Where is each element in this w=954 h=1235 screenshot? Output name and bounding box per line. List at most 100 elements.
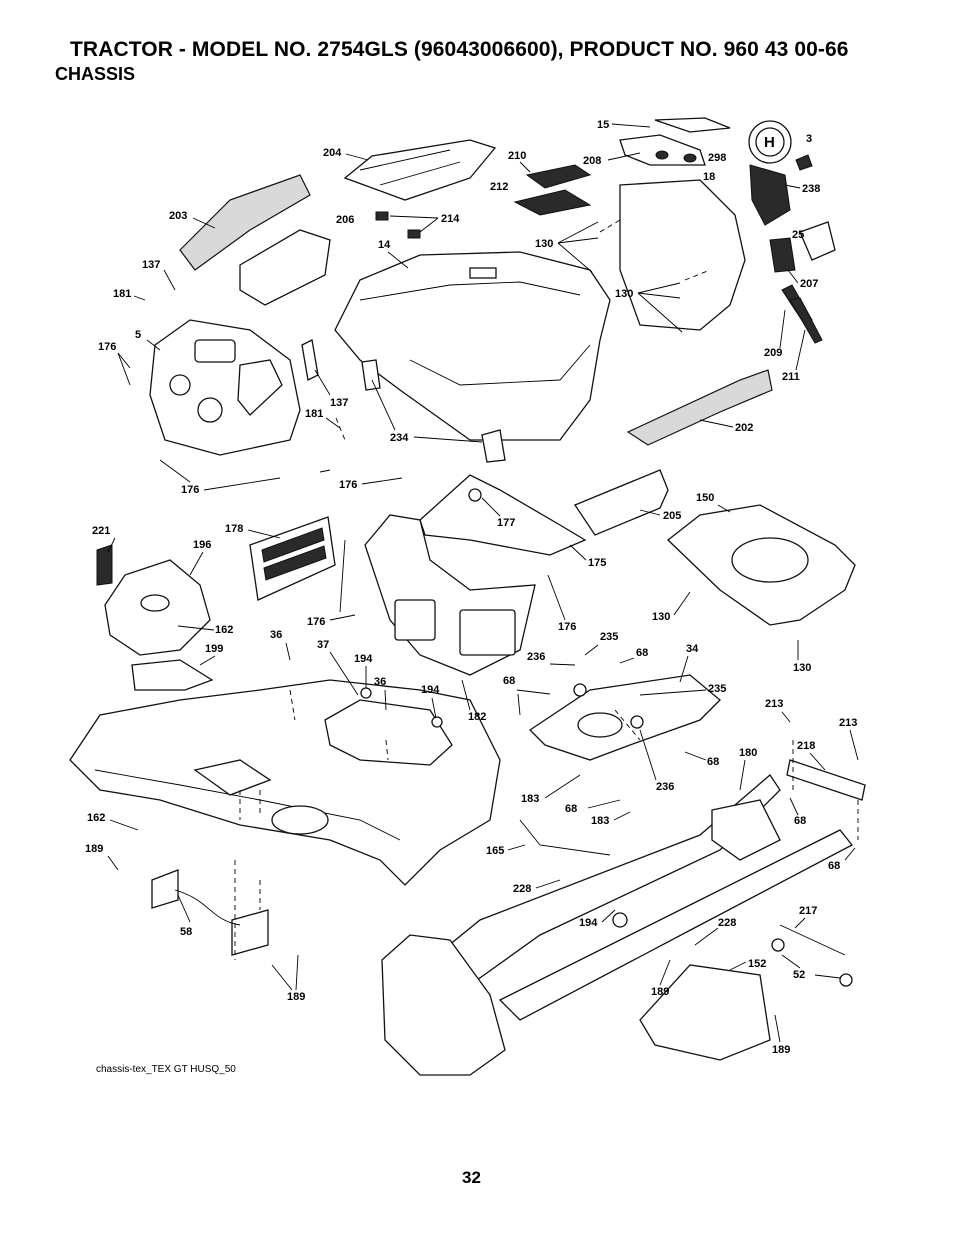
- callout: 182: [468, 711, 486, 723]
- bracket: [301, 339, 319, 381]
- callout: 181: [113, 288, 131, 300]
- lamp-housing: [769, 237, 796, 273]
- hood-vent: [469, 267, 497, 279]
- callout: 36: [374, 676, 386, 688]
- callout: 199: [205, 643, 223, 655]
- pedestal-window: [394, 599, 436, 641]
- callout: 34: [686, 643, 699, 655]
- axle-mount: [711, 799, 781, 861]
- callout: 176: [558, 621, 576, 633]
- callout: 213: [765, 698, 783, 710]
- logo-letter: H: [764, 134, 775, 151]
- ignition: [197, 397, 223, 423]
- callout: 180: [739, 747, 757, 759]
- fuel-opening: [271, 805, 329, 835]
- callout: 14: [378, 239, 391, 251]
- callout: 176: [307, 616, 325, 628]
- callout: 5: [135, 329, 141, 341]
- rear-light-panel: [619, 179, 746, 331]
- callout: 176: [181, 484, 199, 496]
- callout: 137: [330, 397, 348, 409]
- callout: 37: [317, 639, 329, 651]
- callout: 238: [802, 183, 820, 195]
- mount-bracket: [151, 869, 179, 909]
- callout: 152: [748, 958, 766, 970]
- callout: 130: [535, 238, 553, 250]
- side-cover: [574, 469, 669, 536]
- callout: 189: [85, 843, 103, 855]
- brake-rod: [779, 924, 846, 956]
- callout: 137: [142, 259, 160, 271]
- support-bracket: [419, 474, 587, 556]
- callout: 178: [225, 523, 243, 535]
- callout: 52: [793, 969, 805, 981]
- callout: 236: [656, 781, 674, 793]
- hood-side-panel-right: [481, 429, 506, 463]
- callout: 165: [486, 845, 504, 857]
- callout: 203: [169, 210, 187, 222]
- side-grille: [626, 369, 773, 446]
- front-grille: [179, 174, 311, 271]
- callout: 150: [696, 492, 714, 504]
- inner-panel: [239, 229, 331, 306]
- callout: 183: [521, 793, 539, 805]
- shield-plate: [131, 659, 214, 691]
- callout: 183: [591, 815, 609, 827]
- callout: 25: [792, 229, 804, 241]
- callout: 234: [390, 432, 409, 444]
- callout: 210: [508, 150, 526, 162]
- callout: 217: [799, 905, 817, 917]
- callout: 207: [800, 278, 818, 290]
- decal: [96, 544, 113, 586]
- callout: 68: [707, 756, 719, 768]
- callout: 206: [336, 214, 354, 226]
- side-lens: [749, 164, 791, 226]
- callout: 175: [588, 557, 606, 569]
- hood-side-panel-left: [361, 359, 381, 391]
- callout: 130: [793, 662, 811, 674]
- callout: 194: [579, 917, 598, 929]
- main-hood: [334, 251, 611, 441]
- callout: 194: [421, 684, 440, 696]
- light-lens: [655, 150, 669, 160]
- callouts: 15 3 204 210 208 298 18 238 212 206 214 …: [85, 119, 859, 1056]
- diagram-caption: chassis-tex_TEX GT HUSQ_50: [96, 1064, 236, 1075]
- callout: 189: [287, 991, 305, 1003]
- callout: 235: [600, 631, 618, 643]
- gauge-panel: [194, 339, 236, 363]
- callout: 218: [797, 740, 815, 752]
- callout: 205: [663, 510, 681, 522]
- callout: 209: [764, 347, 782, 359]
- hood-top-panel: [343, 139, 497, 201]
- frame-side: [381, 934, 506, 1076]
- callout: 36: [270, 629, 282, 641]
- clip: [375, 211, 389, 221]
- callout: 189: [772, 1044, 790, 1056]
- callout: 298: [708, 152, 726, 164]
- callout: 176: [98, 341, 116, 353]
- callout: 15: [597, 119, 609, 131]
- callout: 18: [703, 171, 715, 183]
- callout: 3: [806, 133, 812, 145]
- callout: 68: [794, 815, 806, 827]
- callout: 213: [839, 717, 857, 729]
- callout: 162: [87, 812, 105, 824]
- callout: 130: [615, 288, 633, 300]
- panel-opening: [731, 537, 809, 583]
- callout: 68: [636, 647, 648, 659]
- callout: 204: [323, 147, 342, 159]
- callout: 130: [652, 611, 670, 623]
- emblem: [795, 154, 813, 171]
- side-grille-lower: [513, 189, 592, 216]
- page-number: 32: [462, 1168, 481, 1187]
- callout: 181: [305, 408, 323, 420]
- steering-bracket: [237, 359, 283, 416]
- callout: 211: [782, 371, 800, 383]
- fender-deck: [69, 679, 501, 886]
- head-lamp: [799, 221, 836, 261]
- callout: 68: [828, 860, 840, 872]
- callout: 162: [215, 624, 233, 636]
- callout: 235: [708, 683, 726, 695]
- callout: 68: [565, 803, 577, 815]
